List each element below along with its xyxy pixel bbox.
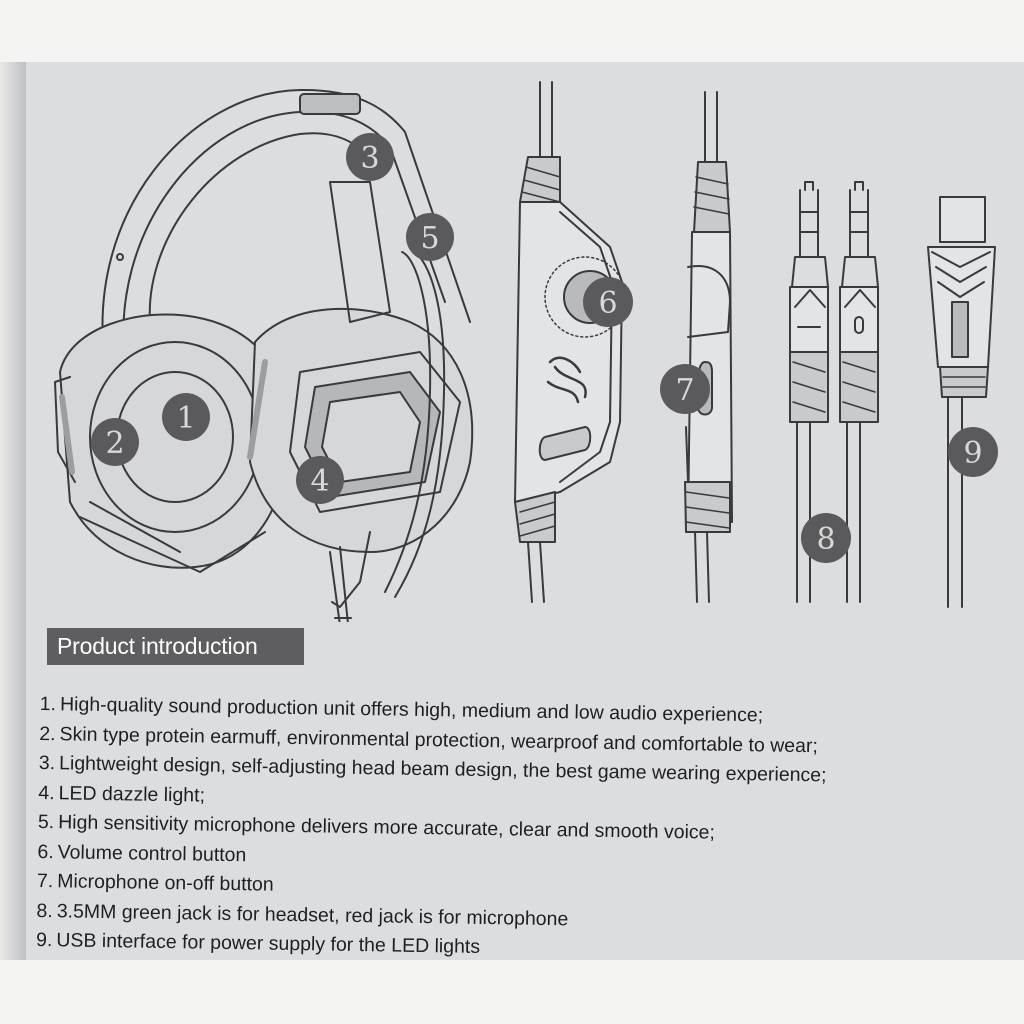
callout-3: 3 [346,133,394,181]
svg-text:8: 8 [816,522,835,557]
svg-text:2: 2 [105,426,124,461]
section-header: Product introduction [47,628,304,665]
svg-text:7: 7 [675,373,694,408]
feature-list: 1.High-quality sound production unit off… [36,690,1000,971]
svg-text:3: 3 [360,141,379,176]
callout-markers: 1 2 3 4 5 6 7 [91,133,998,563]
callout-9: 9 [948,427,998,477]
microphone-switch-module [684,91,733,603]
callout-8: 8 [801,513,851,563]
headset-left-earcup [54,313,290,573]
box-fold-edge [0,62,26,960]
callout-5: 5 [406,213,454,261]
svg-text:4: 4 [310,464,329,499]
svg-text:5: 5 [420,221,439,256]
usb-plug [927,196,996,608]
callout-7: 7 [660,364,710,414]
callout-2: 2 [91,418,139,466]
headset-headband [101,88,471,363]
callout-4: 4 [296,456,344,504]
headset-diagram: 1 2 3 4 5 6 7 [54,81,998,622]
inline-remote-control [514,81,626,603]
audio-jack-plugs [789,181,879,603]
svg-text:9: 9 [963,436,982,471]
microphone-boom [329,251,446,622]
svg-text:1: 1 [176,401,195,436]
callout-1: 1 [162,393,210,441]
svg-text:6: 6 [598,286,617,321]
callout-6: 6 [583,277,633,327]
